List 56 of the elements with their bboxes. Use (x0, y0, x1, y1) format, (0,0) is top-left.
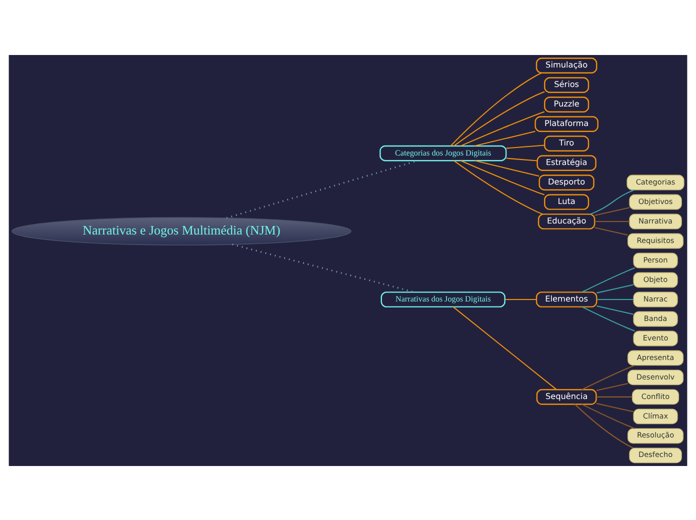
connector (596, 396, 632, 397)
connector (582, 306, 635, 332)
connector (596, 402, 634, 412)
node-box: Elementos (536, 291, 598, 307)
node-box: Plataforma (534, 116, 598, 132)
connector (450, 72, 542, 146)
connector (232, 243, 415, 292)
connector (582, 403, 635, 429)
node-box: Narrac (633, 291, 678, 307)
node-box: Tiro (544, 135, 590, 151)
connector (596, 305, 634, 314)
node-box: Educação (538, 213, 596, 229)
node-box: Apresenta (628, 350, 684, 366)
node-ellipse: Narrativas e Jogos Multimédia (NJM) (12, 216, 352, 245)
node-box: Banda (633, 310, 678, 326)
connector (582, 364, 635, 390)
node-box: Sequência (536, 388, 597, 404)
node-box: Clímax (633, 408, 678, 424)
node-box: Person (633, 252, 678, 268)
node-box: Estratégia (536, 154, 596, 170)
node-box: Objetivos (629, 194, 682, 210)
node-box: Simulação (536, 57, 598, 73)
connector (454, 90, 545, 146)
node-box: Narrativa (629, 213, 682, 229)
connector (590, 188, 634, 214)
connector (596, 284, 634, 293)
node-box: Luta (544, 194, 590, 210)
connector (594, 220, 630, 222)
node-box: Evento (633, 330, 678, 346)
node-box: Conflito (632, 388, 680, 404)
connector (452, 306, 557, 390)
node-box: Resolução (628, 428, 684, 444)
node-box: Desenvolv (628, 369, 684, 385)
connector (506, 144, 545, 148)
connector (474, 160, 540, 176)
connector (596, 382, 628, 390)
node-box: Categorias dos Jogos Digitais (380, 144, 507, 161)
node-box: Desfecho (629, 447, 682, 463)
node-box: Puzzle (544, 96, 590, 112)
connector (574, 403, 634, 448)
connector (582, 266, 635, 292)
connector (454, 160, 543, 214)
node-box: Requisitos (628, 232, 684, 248)
connector (474, 130, 536, 146)
connector (594, 226, 628, 235)
connector (506, 157, 538, 161)
connector (460, 110, 545, 146)
connector (596, 298, 634, 300)
node-box: Narrativas dos Jogos Digitais (380, 291, 506, 307)
connector (460, 160, 545, 195)
node-box: Desporto (538, 174, 594, 190)
node-box: Categorias (626, 174, 684, 190)
node-box: Sérios (544, 76, 590, 92)
connector (505, 298, 536, 300)
node-box: Objeto (633, 272, 678, 288)
connector (594, 206, 630, 216)
